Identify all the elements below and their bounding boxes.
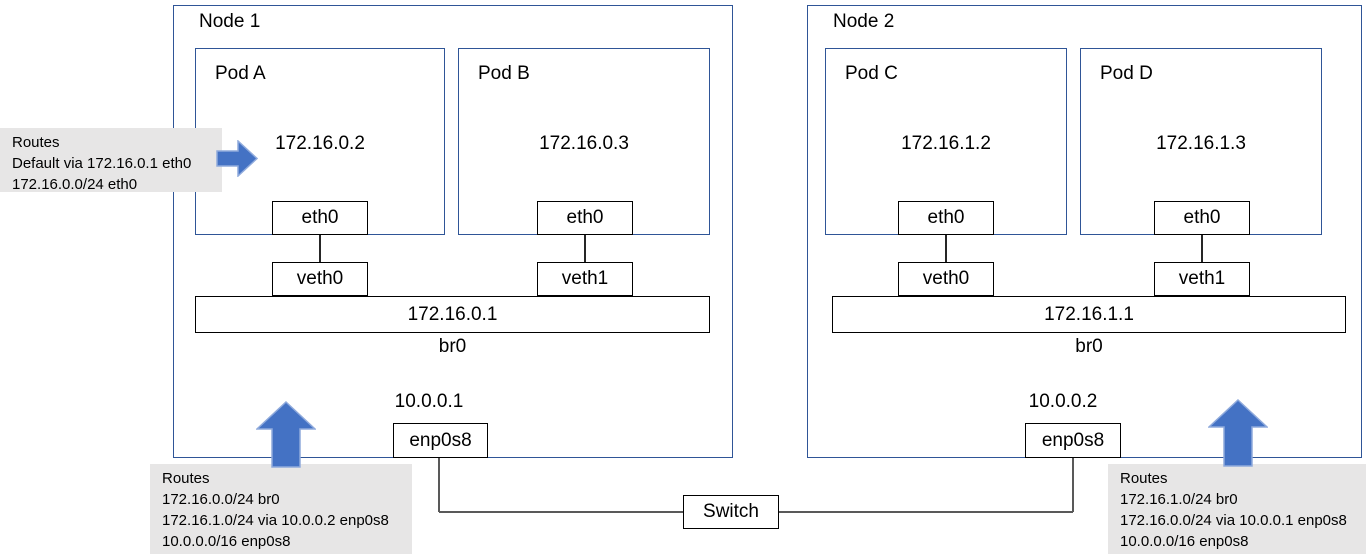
bridge-box-node2: 172.16.1.1 [832, 296, 1346, 333]
pod-c-name: Pod C [845, 63, 898, 84]
node-2-title: Node 2 [833, 11, 895, 32]
wire-node1-down [438, 457, 440, 512]
nic-box-node2: enp0s8 [1025, 423, 1121, 458]
pod-a-eth0-box: eth0 [272, 201, 368, 235]
link-eth0-veth0-node1 [319, 235, 321, 262]
route-entry: 10.0.0.0/16 enp0s8 [1120, 533, 1249, 550]
up-arrow-icon-node2 [1208, 399, 1268, 467]
link-eth0-veth1-node2 [1201, 235, 1203, 262]
route-entry: 172.16.0.0/24 eth0 [12, 176, 138, 193]
routes-node1: Routes 172.16.0.0/24 br0 172.16.1.0/24 v… [150, 464, 412, 554]
right-arrow-icon [216, 140, 258, 177]
up-arrow-icon-node1 [256, 401, 316, 468]
veth0-box-node2: veth0 [898, 262, 994, 296]
routes-pod-a: Routes Default via 172.16.0.1 eth0 172.1… [0, 128, 222, 193]
pod-a-name: Pod A [215, 63, 266, 84]
routes-title: Routes [12, 134, 60, 151]
route-entry: 172.16.0.0/24 via 10.0.0.1 enp0s8 [1120, 512, 1347, 529]
routes-node2: Routes 172.16.1.0/24 br0 172.16.0.0/24 v… [1108, 464, 1366, 554]
route-entry: 172.16.0.0/24 br0 [162, 491, 280, 508]
pod-d-ip: 172.16.1.3 [1156, 133, 1246, 154]
wire-node1-switch [439, 511, 684, 513]
route-entry: 172.16.1.0/24 via 10.0.0.2 enp0s8 [162, 512, 389, 529]
pod-a-ip: 172.16.0.2 [275, 133, 365, 154]
pod-c-ip: 172.16.1.2 [901, 133, 991, 154]
veth1-box-node2: veth1 [1154, 262, 1250, 296]
pod-d-name: Pod D [1100, 63, 1153, 84]
bridge-box-node1: 172.16.0.1 [195, 296, 710, 333]
pod-b-eth0-box: eth0 [537, 201, 633, 235]
route-entry: 172.16.1.0/24 br0 [1120, 491, 1238, 508]
pod-b-name: Pod B [478, 63, 530, 84]
route-entry: 10.0.0.0/16 enp0s8 [162, 533, 291, 550]
pod-d-eth0-box: eth0 [1154, 201, 1250, 235]
link-eth0-veth0-node2 [945, 235, 947, 262]
bridge-label-node1: br0 [438, 336, 467, 357]
veth1-box-node1: veth1 [537, 262, 633, 296]
wire-node2-down [1072, 457, 1074, 512]
routes-title: Routes [162, 470, 210, 487]
routes-title: Routes [1120, 470, 1168, 487]
route-entry: Default via 172.16.0.1 eth0 [12, 155, 192, 172]
node-1-title: Node 1 [199, 11, 261, 32]
bridge-label-node2: br0 [1075, 336, 1103, 357]
wire-switch-node2 [779, 511, 1073, 513]
link-eth0-veth1-node1 [584, 235, 586, 262]
nic-ip-node1: 10.0.0.1 [394, 391, 464, 412]
veth0-box-node1: veth0 [272, 262, 368, 296]
switch-box: Switch [683, 495, 779, 529]
nic-ip-node2: 10.0.0.2 [1028, 391, 1098, 412]
pod-c-eth0-box: eth0 [898, 201, 994, 235]
nic-box-node1: enp0s8 [393, 423, 488, 458]
pod-b-ip: 172.16.0.3 [539, 133, 629, 154]
